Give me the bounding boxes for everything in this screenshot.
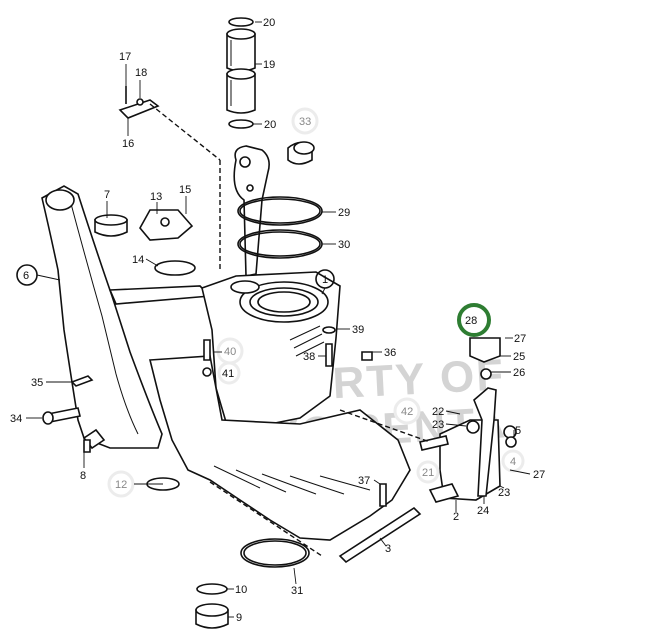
callout-circle-21	[416, 460, 440, 484]
callout-circle-33	[291, 107, 319, 135]
callout-3: 3	[385, 543, 391, 555]
callout-15: 15	[179, 184, 191, 196]
callout-38: 38	[303, 351, 315, 363]
callout-18: 18	[135, 67, 147, 79]
plate-leader-dashed	[149, 103, 221, 161]
callout-7: 7	[104, 189, 110, 201]
callout-20-bottom: 20	[264, 119, 276, 131]
callout-29: 29	[338, 207, 350, 219]
plate-16	[118, 86, 160, 119]
callout-4: 4	[510, 456, 516, 468]
o-ring-30-inner	[239, 231, 321, 257]
callout-17: 17	[119, 51, 131, 63]
upper-gear-housing-1	[201, 271, 341, 427]
o-ring-29-inner	[239, 198, 321, 224]
callout-6: 6	[23, 270, 29, 282]
callout-23-bottom: 23	[498, 487, 510, 499]
callout-circle-42	[393, 397, 421, 425]
bracket-13	[139, 209, 194, 241]
callout-41: 41	[222, 368, 234, 380]
callout-30: 30	[338, 239, 350, 251]
callout-12: 12	[115, 479, 127, 491]
callout-33: 33	[299, 116, 311, 128]
callout-21: 21	[422, 467, 434, 479]
callout-23-top: 23	[432, 419, 444, 431]
callout-9: 9	[236, 612, 242, 624]
callout-22: 22	[432, 406, 444, 418]
callout-2: 2	[453, 511, 459, 523]
callout-42: 42	[401, 406, 413, 418]
callout-14: 14	[132, 254, 144, 266]
callout-31: 31	[291, 585, 303, 597]
steering-bracket	[233, 145, 270, 277]
callout-34: 34	[10, 413, 22, 425]
bolt-34	[42, 375, 94, 425]
intermediate-housing-6	[41, 185, 212, 450]
ring-14	[154, 260, 196, 276]
small-bolts	[83, 326, 387, 507]
callout-25: 25	[513, 351, 525, 363]
callout-16: 16	[122, 138, 134, 150]
o-ring-31	[240, 538, 310, 568]
callout-circle-12	[107, 470, 135, 498]
leader-lines	[26, 21, 531, 618]
o-ring-29	[237, 196, 323, 226]
shaft-bushing-19	[226, 17, 256, 129]
callout-10: 10	[235, 584, 247, 596]
ring-10	[196, 583, 228, 595]
callout-13: 13	[150, 191, 162, 203]
callout-28: 28	[465, 315, 477, 327]
callout-19: 19	[263, 59, 275, 71]
lower-gear-housing	[148, 355, 411, 557]
callout-20-top: 20	[263, 17, 275, 29]
callout-27-upper: 27	[514, 333, 526, 345]
callout-8: 8	[80, 470, 86, 482]
callout-circle-41	[217, 361, 241, 385]
callout-labels: 20 19 20 33 17 18 16 7 13 15 29 30 14 6 …	[10, 17, 545, 624]
callout-27-lower: 27	[533, 469, 545, 481]
callout-1: 1	[322, 274, 328, 286]
callout-35: 35	[31, 377, 43, 389]
highlight-circle-28	[457, 303, 491, 337]
bearing-9	[195, 603, 229, 629]
callout-36: 36	[384, 347, 396, 359]
cap-7	[94, 214, 128, 237]
callout-39: 39	[352, 324, 364, 336]
bushing-33	[287, 141, 315, 165]
callout-26: 26	[513, 367, 525, 379]
callout-5: 5	[515, 425, 521, 437]
shift-mechanism	[419, 337, 517, 503]
callout-37: 37	[358, 475, 370, 487]
shaft-3	[338, 506, 422, 564]
callout-40: 40	[224, 346, 236, 358]
o-ring-31-inner	[243, 540, 307, 566]
callout-24: 24	[477, 505, 489, 517]
